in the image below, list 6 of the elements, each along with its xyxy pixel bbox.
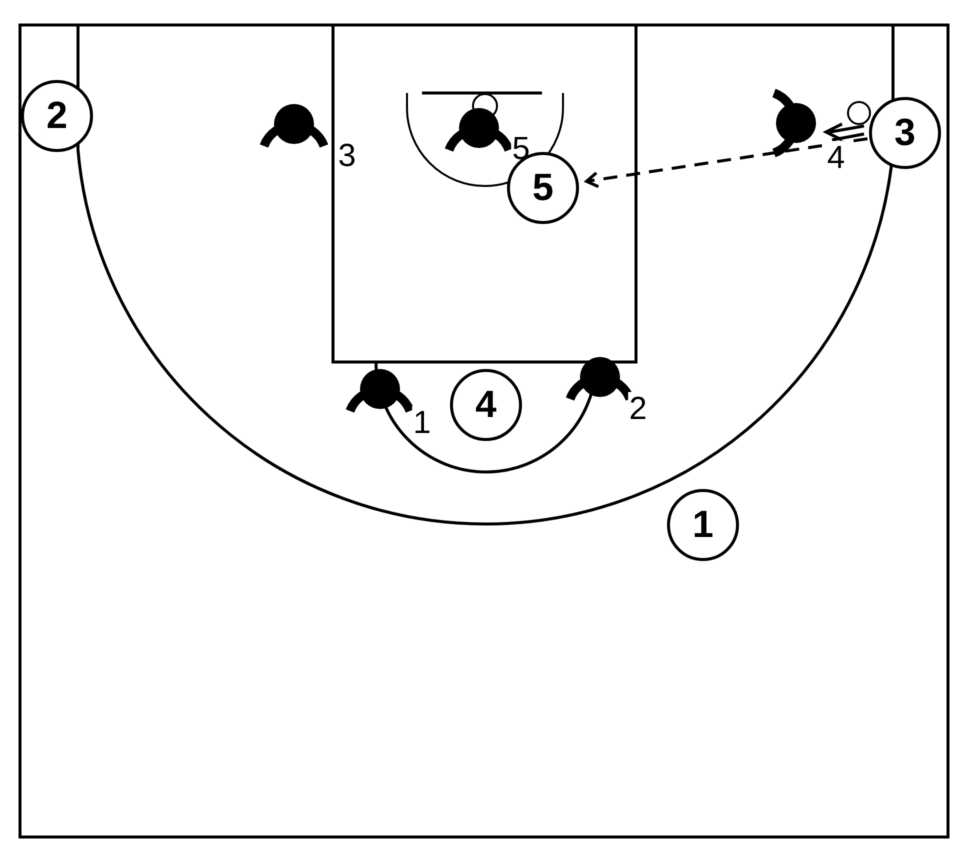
player-number: 5 bbox=[532, 169, 554, 207]
pass-arrow bbox=[585, 137, 868, 188]
player-number: 4 bbox=[475, 386, 497, 424]
player-number: 2 bbox=[46, 97, 68, 135]
player-number: 1 bbox=[692, 506, 714, 544]
player-number: 3 bbox=[894, 114, 916, 152]
